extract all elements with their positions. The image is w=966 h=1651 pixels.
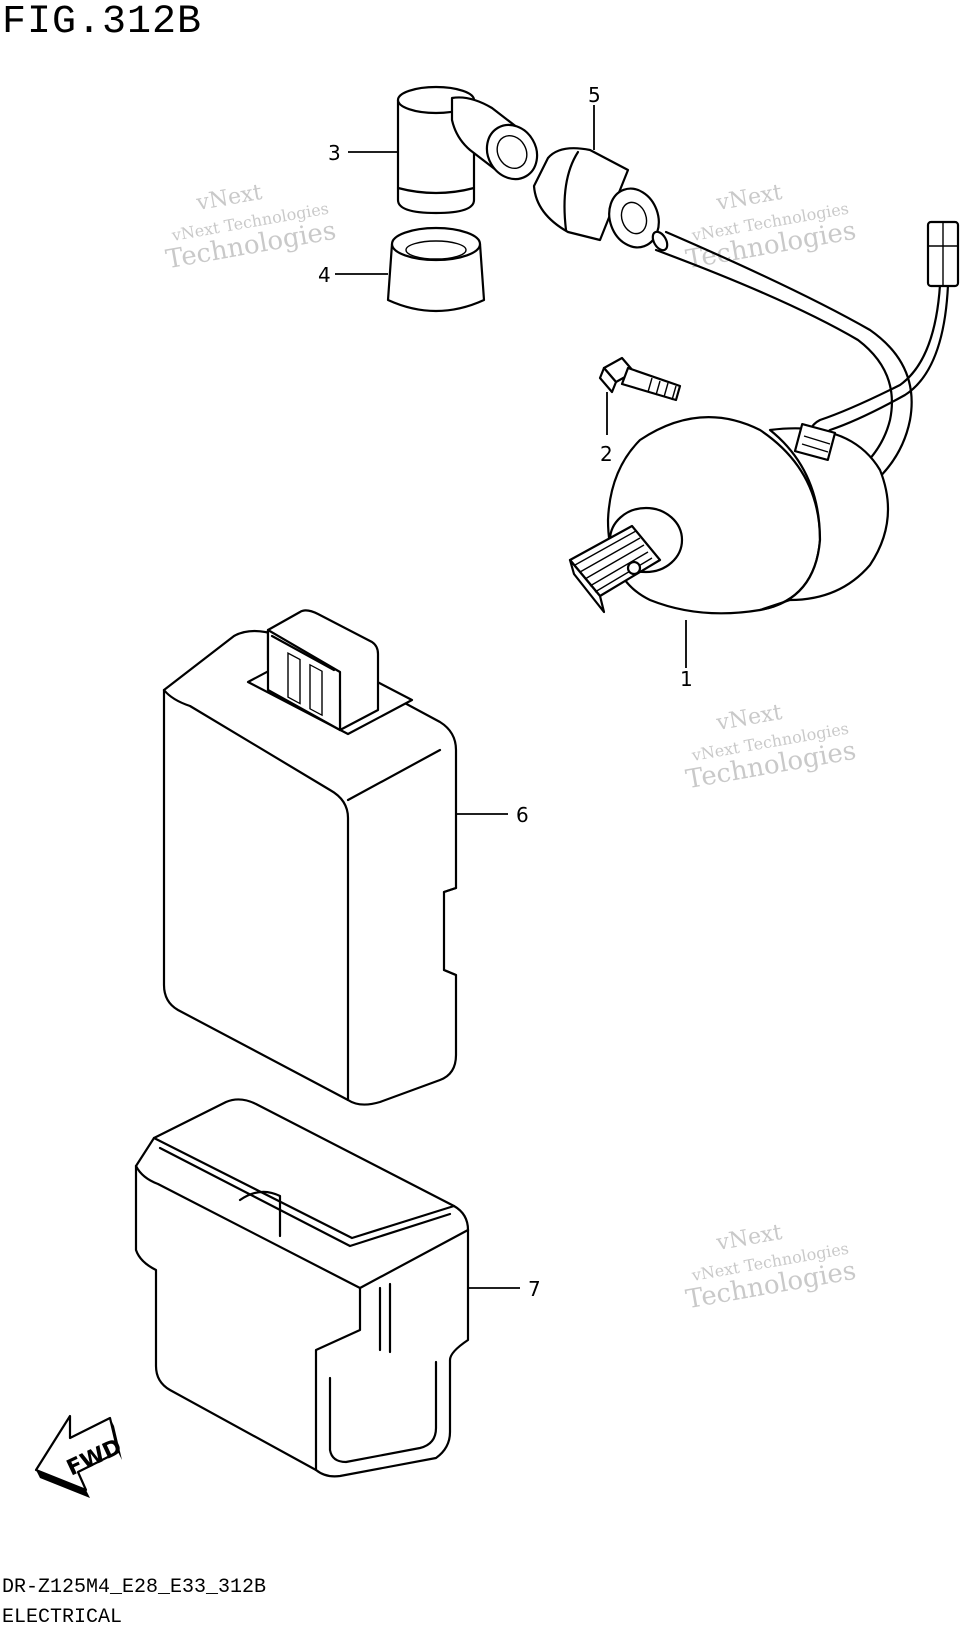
callout-3[interactable]: 3 [328,141,341,165]
callout-2[interactable]: 2 [600,442,613,466]
callout-4[interactable]: 4 [318,263,331,287]
watermark: vNext vNext Technologies Technologies [164,180,339,275]
callout-7[interactable]: 7 [528,1277,541,1301]
part-7-cdi-cover[interactable] [134,1098,470,1478]
watermark: vNext vNext Technologies Technologies [684,1220,859,1315]
figure-title: FIG.312B [2,0,203,45]
diagram-code: DR-Z125M4_E28_E33_312B [2,1576,267,1599]
fwd-arrow-icon: FWD [34,1414,126,1498]
watermark: vNext vNext Technologies Technologies [684,180,859,275]
part-2-bolt[interactable] [598,356,682,402]
callout-6[interactable]: 6 [516,803,529,827]
part-3-plug-cap[interactable] [396,85,547,215]
part-6-cdi-unit[interactable] [162,609,458,1106]
part-1-ignition-coil[interactable] [568,220,960,615]
part-5-seal[interactable] [532,147,667,254]
callout-1[interactable]: 1 [680,667,693,691]
part-4-cap-cover[interactable] [386,226,486,313]
section-title: ELECTRICAL [2,1606,123,1629]
watermark: vNext vNext Technologies Technologies [684,700,859,795]
callout-5[interactable]: 5 [588,83,601,107]
